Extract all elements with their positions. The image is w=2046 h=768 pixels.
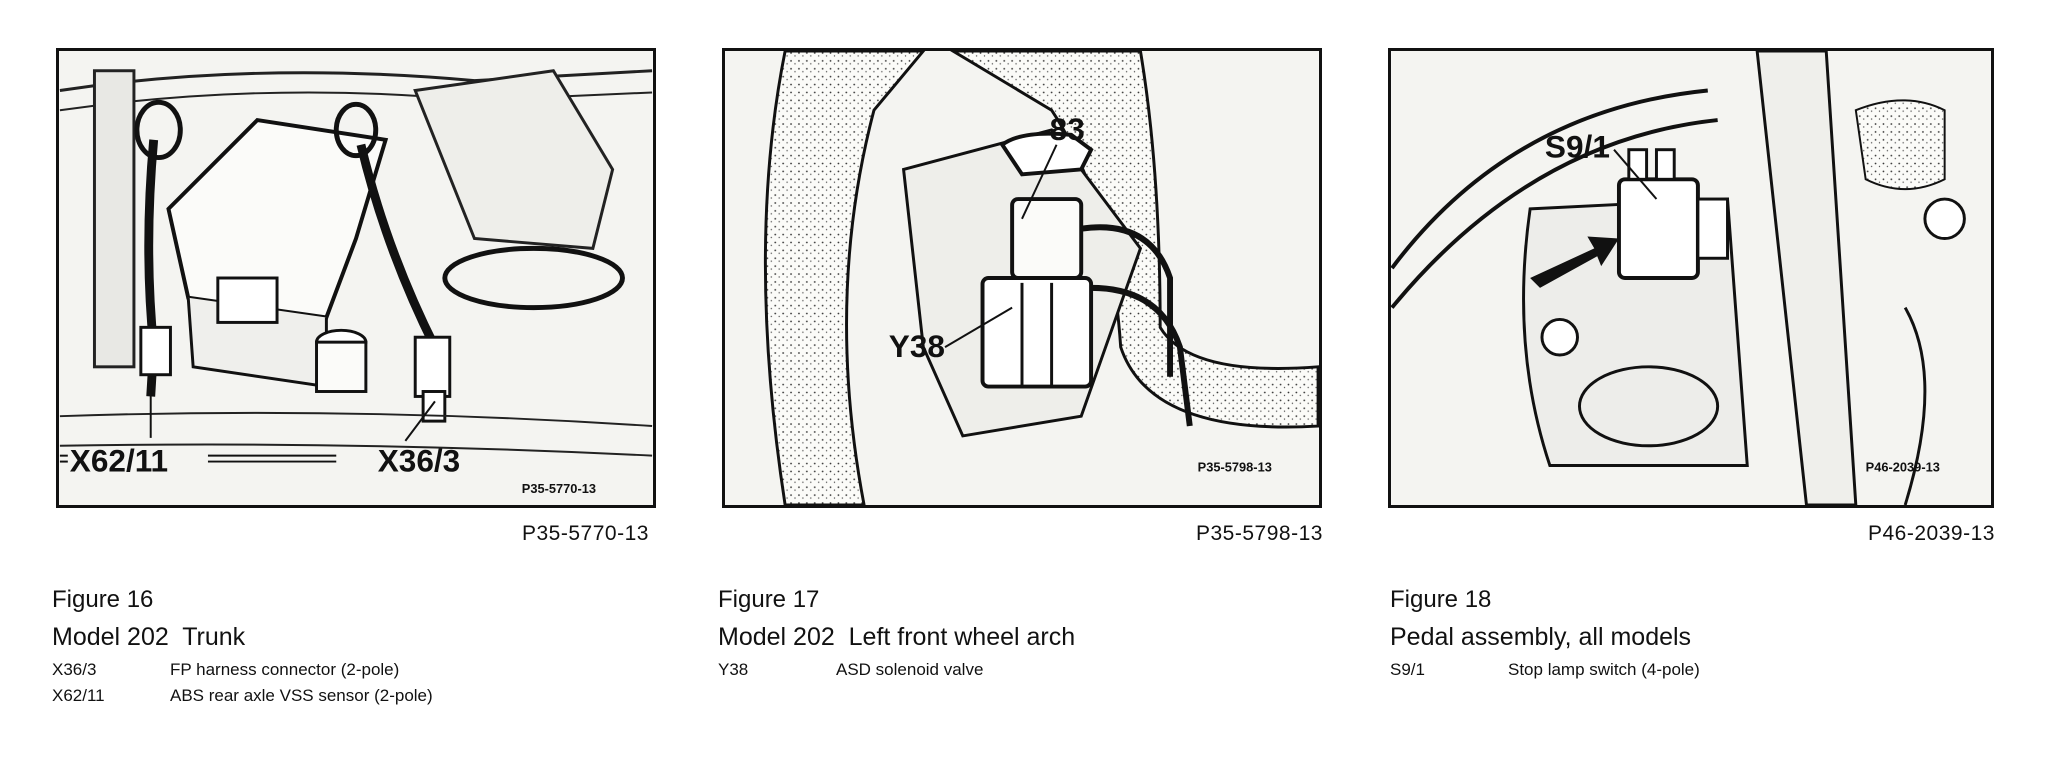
legend-item: X36/3 FP harness connector (2-pole) bbox=[52, 657, 702, 683]
figure-18-number: Figure 18 bbox=[1390, 586, 1492, 613]
legend-item: Y38 ASD solenoid valve bbox=[718, 657, 1368, 683]
callout-x62-11: X62/11 bbox=[70, 442, 168, 478]
figure-18-inset-id: P46-2039-13 bbox=[1866, 459, 1940, 474]
figure-17-inset-id: P35-5798-13 bbox=[1198, 459, 1272, 474]
callout-y38: Y38 bbox=[889, 328, 945, 364]
figure-17-drawing: 83 Y38 P35-5798-13 bbox=[725, 51, 1319, 505]
figure-16-caption: Figure 16 Model 202 Trunk X36/3 FP harne… bbox=[52, 585, 702, 709]
legend-description: FP harness connector (2-pole) bbox=[170, 660, 400, 679]
callout-83: 83 bbox=[1050, 111, 1085, 147]
legend-code: S9/1 bbox=[1390, 660, 1425, 679]
figure-18-illustration: S9/1 P46-2039-13 bbox=[1388, 48, 1994, 508]
figure-17-title: Model 202 Left front wheel arch bbox=[718, 623, 1076, 651]
legend-code: X62/11 bbox=[52, 686, 105, 705]
callout-s9-1: S9/1 bbox=[1545, 129, 1610, 165]
figure-16-inset-id: P35-5770-13 bbox=[522, 481, 596, 496]
callout-x36-3: X36/3 bbox=[378, 442, 461, 478]
figure-18-photo-id: P46-2039-13 bbox=[1868, 522, 1995, 545]
figure-17-illustration: 83 Y38 P35-5798-13 bbox=[722, 48, 1322, 508]
legend-description: ABS rear axle VSS sensor (2-pole) bbox=[170, 686, 433, 705]
legend-code: Y38 bbox=[718, 660, 749, 679]
legend-item: X62/11 ABS rear axle VSS sensor (2-pole) bbox=[52, 683, 702, 709]
figure-16-illustration: X62/11 X36/3 P35-5770-13 bbox=[56, 48, 656, 508]
figure-18-drawing: S9/1 P46-2039-13 bbox=[1391, 51, 1991, 505]
legend-description: ASD solenoid valve bbox=[836, 660, 984, 679]
figure-18-caption: Figure 18 Pedal assembly, all models S9/… bbox=[1390, 585, 2040, 683]
figure-17-caption: Figure 17 Model 202 Left front wheel arc… bbox=[718, 585, 1368, 683]
legend-code: X36/3 bbox=[52, 660, 97, 679]
figure-16-drawing: X62/11 X36/3 P35-5770-13 bbox=[59, 51, 653, 505]
figure-17-number: Figure 17 bbox=[718, 586, 820, 613]
legend-description: Stop lamp switch (4-pole) bbox=[1508, 660, 1700, 679]
figure-18-title: Pedal assembly, all models bbox=[1390, 623, 1692, 651]
figure-16-number: Figure 16 bbox=[52, 586, 154, 613]
figure-16-title: Model 202 Trunk bbox=[52, 623, 246, 651]
legend-item: S9/1 Stop lamp switch (4-pole) bbox=[1390, 657, 2040, 683]
figure-16-photo-id: P35-5770-13 bbox=[522, 522, 649, 545]
figure-17-photo-id: P35-5798-13 bbox=[1196, 522, 1323, 545]
